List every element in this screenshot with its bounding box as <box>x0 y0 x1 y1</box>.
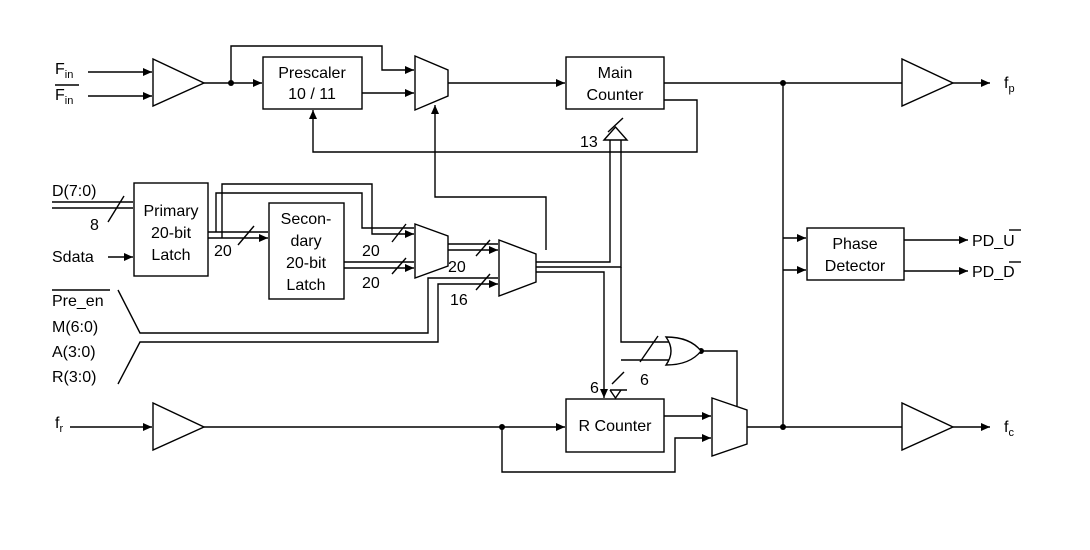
input-fin: Fin <box>55 61 73 81</box>
latch-mux <box>414 223 449 279</box>
secondary-latch-label-2: dary <box>290 233 321 250</box>
input-sdata: Sdata <box>52 249 94 266</box>
bus-width-d: 8 <box>90 217 99 234</box>
bus-width-ctrl: 16 <box>450 292 468 309</box>
primary-latch-label-2: 20-bit <box>151 225 192 242</box>
bus-width-marks <box>107 117 659 385</box>
input-r: R(3:0) <box>52 369 96 386</box>
bus-width-r-left: 6 <box>590 380 599 397</box>
prescaler-label-1: Prescaler <box>278 65 346 82</box>
output-fc: fc <box>1004 419 1014 439</box>
bus-width-r-right: 6 <box>640 372 649 389</box>
main-counter-label-1: Main <box>598 65 633 82</box>
primary-latch-label-3: Latch <box>151 247 190 264</box>
output-fp: fp <box>1004 75 1015 95</box>
fp-buffer <box>901 57 955 108</box>
output-mux <box>711 397 748 457</box>
output-pd-d: PD_D <box>972 264 1015 281</box>
bus-width-mux-in1: 20 <box>362 243 380 260</box>
input-d: D(7:0) <box>52 183 96 200</box>
fr-buffer <box>152 401 206 452</box>
prescaler-block <box>262 56 363 110</box>
bus-width-mux2-in: 20 <box>448 259 466 276</box>
phase-detector-block <box>806 227 905 281</box>
input-fin-bar: Fin <box>55 87 73 107</box>
input-pre-en: Pre_en <box>52 293 104 310</box>
input-fr: fr <box>55 415 63 435</box>
bus-width-mux-in2: 20 <box>362 275 380 292</box>
primary-latch-label-1: Primary <box>143 203 198 220</box>
phase-detector-label-1: Phase <box>832 236 877 253</box>
prescaler-mux <box>414 54 449 112</box>
secondary-latch-label-3: 20-bit <box>286 255 327 272</box>
phase-detector-label-2: Detector <box>825 258 886 275</box>
main-counter-label-2: Counter <box>587 87 645 104</box>
main-counter-block <box>565 56 665 110</box>
fc-buffer <box>901 401 955 452</box>
primary-latch-block <box>133 182 209 277</box>
prescaler-label-2: 10 / 11 <box>288 86 336 103</box>
secondary-latch-block <box>268 202 345 300</box>
input-m: M(6:0) <box>52 319 98 336</box>
fin-buffer <box>152 57 206 108</box>
or-gate <box>664 336 702 366</box>
bus-width-main: 13 <box>580 134 598 151</box>
wires <box>52 45 990 473</box>
input-a: A(3:0) <box>52 344 96 361</box>
bus-width-primary-out: 20 <box>214 243 232 260</box>
secondary-latch-label-4: Latch <box>286 277 325 294</box>
r-counter-block <box>565 398 665 453</box>
control-mux <box>498 238 537 298</box>
r-counter-label: R Counter <box>579 418 653 435</box>
output-pd-u: PD_U <box>972 233 1015 250</box>
secondary-latch-label-1: Secon- <box>281 211 332 228</box>
